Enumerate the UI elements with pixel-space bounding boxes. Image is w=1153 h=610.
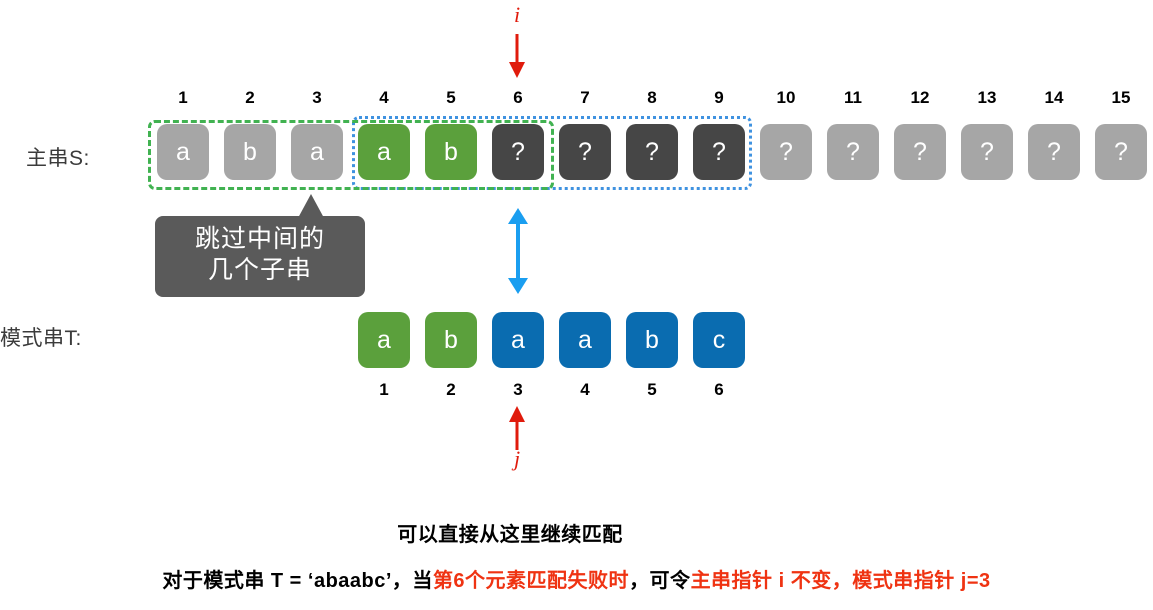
main-cell-15[interactable]: ? [1095,124,1147,180]
main-cell-1[interactable]: a [157,124,209,180]
main-cell-8[interactable]: ? [626,124,678,180]
main-cell-12[interactable]: ? [894,124,946,180]
main-index-11: 11 [844,88,862,107]
callout-line-1: 跳过中间的 [194,225,325,253]
callout-pointer-icon [298,194,324,218]
main-index-8: 8 [647,88,657,107]
main-index-9: 9 [714,88,724,107]
callout-line-2: 几个子串 [207,256,312,285]
main-index-12: 12 [910,88,930,107]
pattern-cell-3[interactable]: a [492,312,544,368]
pattern-index-4: 4 [580,380,590,399]
main-index-15: 15 [1111,88,1131,107]
main-cell-7[interactable]: ? [559,124,611,180]
pattern-cell-6[interactable]: c [693,312,745,368]
main-index-6: 6 [513,88,523,107]
middle-caption: 可以直接从这里继续匹配 [397,524,623,546]
bottom-caption-part-1: 对于模式串 T = ‘abaabc’，当 [162,570,433,592]
pattern-index-1: 1 [379,380,389,399]
main-string-label: 主串S: [26,147,90,170]
pointer-i-label: i [513,2,521,27]
pattern-string-label: 模式串T: [0,327,82,350]
pattern-index-5: 5 [647,380,657,399]
main-cell-2[interactable]: b [224,124,276,180]
main-index-14: 14 [1044,88,1064,107]
callout-box: 跳过中间的 几个子串 [155,216,365,297]
main-index-2: 2 [245,88,255,107]
main-index-5: 5 [446,88,456,107]
pattern-cell-4[interactable]: a [559,312,611,368]
alignment-link-arrow-icon [508,208,528,294]
pattern-cell-5[interactable]: b [626,312,678,368]
main-index-13: 13 [977,88,997,107]
pattern-cell-1[interactable]: a [358,312,410,368]
main-index-10: 10 [776,88,796,107]
main-cell-4[interactable]: a [358,124,410,180]
main-cell-14[interactable]: ? [1028,124,1080,180]
main-cell-5[interactable]: b [425,124,477,180]
pattern-cell-2[interactable]: b [425,312,477,368]
main-index-7: 7 [580,88,590,107]
main-index-3: 3 [312,88,322,107]
main-index-1: 1 [178,88,188,107]
bottom-caption: 对于模式串 T = ‘abaabc’，当第6个元素匹配失败时，可令主串指针 i … [0,564,1153,593]
main-cell-6[interactable]: ? [492,124,544,180]
pattern-index-3: 3 [513,380,523,399]
pointer-j-arrow-icon [509,406,525,450]
main-cell-9[interactable]: ? [693,124,745,180]
main-cell-10[interactable]: ? [760,124,812,180]
main-cell-3[interactable]: a [291,124,343,180]
pointer-j-label: j [513,446,521,471]
main-index-4: 4 [379,88,389,107]
main-cell-13[interactable]: ? [961,124,1013,180]
bottom-caption-part-4: 主串指针 i 不变，模式串指针 j=3 [690,570,991,592]
blue-selection-box [352,116,752,190]
main-cell-11[interactable]: ? [827,124,879,180]
bottom-caption-part-2: 第6个元素匹配失败时 [432,570,630,592]
pattern-index-2: 2 [446,380,456,399]
bottom-caption-part-3: ，可令 [629,570,691,592]
pattern-index-6: 6 [714,380,724,399]
pointer-i-arrow-icon [509,34,525,78]
